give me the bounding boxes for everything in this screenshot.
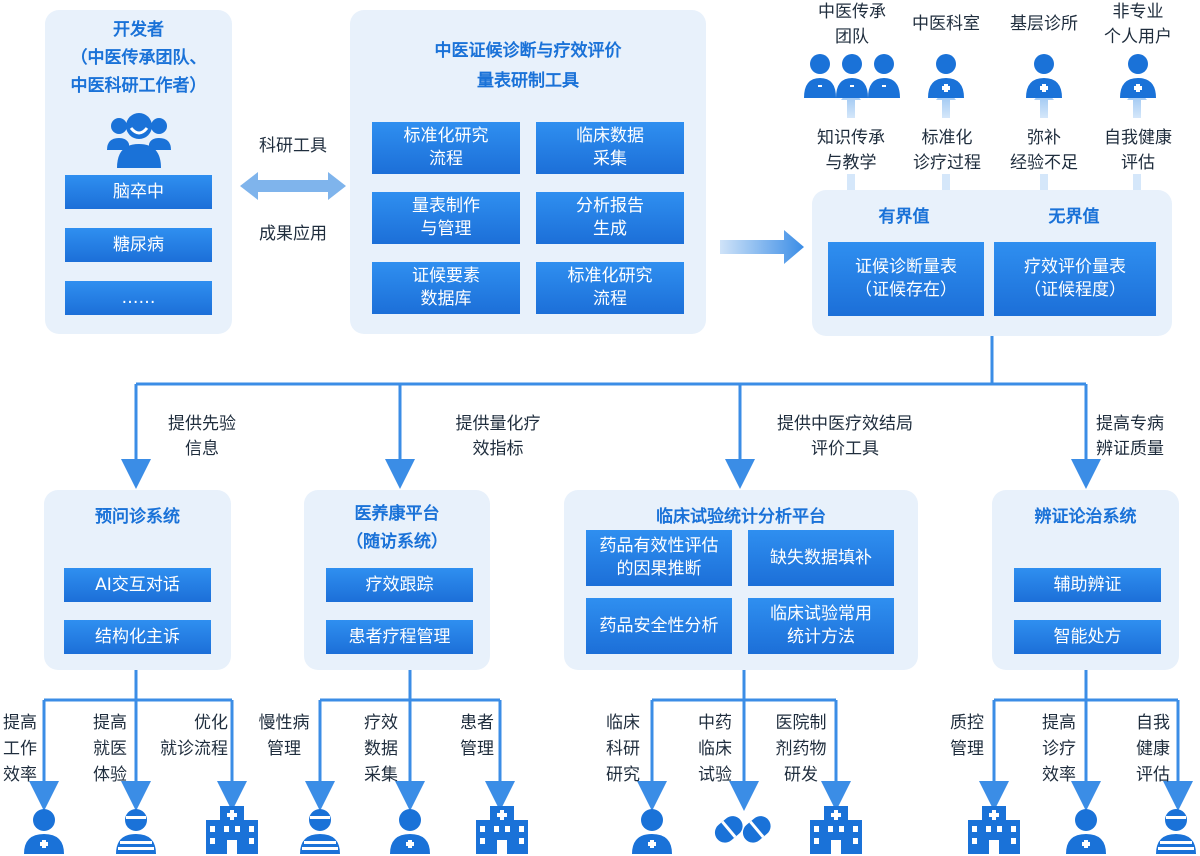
- patient-icon: [1156, 809, 1196, 854]
- doctor-icon: [390, 809, 430, 854]
- system-item[interactable]: 缺失数据填补: [748, 530, 894, 586]
- outcome-label: 疗效 数据 采集: [364, 713, 398, 785]
- tool-panel: 中医证候诊断与疗效评价 量表研制工具 标准化研究 流程 临床数据 采集 量表制作…: [350, 10, 706, 334]
- arrow-label-result-application: 成果应用: [259, 224, 327, 244]
- outcome-label: 提高 诊疗 效率: [1042, 713, 1076, 785]
- outcome-label: 中药 临床 试验: [698, 713, 732, 785]
- user-name: 非专业 个人用户: [1104, 2, 1172, 47]
- developer-panel: 开发者 （中医传承团队、 中医科研工作者） 脑卒中 糖尿病 ……: [45, 10, 232, 334]
- outcome-label: 提高 就医 体验: [93, 713, 127, 785]
- doctor-icon: [632, 809, 672, 854]
- hospital-icon: [206, 806, 258, 854]
- user-name: 基层诊所: [1010, 14, 1078, 34]
- tool-to-scales-arrow: [720, 230, 804, 264]
- outcome-label: 临床 科研 研究: [606, 713, 640, 785]
- diagnosis-scale-button[interactable]: 证候诊断量表 （证候存在）: [828, 242, 984, 316]
- system-item[interactable]: 结构化主诉: [64, 620, 211, 654]
- developer-item[interactable]: ……: [65, 281, 212, 315]
- scales-panel: 有界值 无界值 证候诊断量表 （证候存在） 疗效评价量表 （证候程度）: [812, 190, 1172, 336]
- tool-item[interactable]: 量表制作 与管理: [372, 192, 520, 244]
- system-item[interactable]: 临床试验常用 统计方法: [748, 598, 894, 654]
- outcome-label: 质控 管理: [950, 713, 984, 759]
- hospital-icon: [476, 806, 528, 854]
- outcome-label: 提高 工作 效率: [3, 713, 37, 785]
- outcome-label: 慢性病 管理: [258, 713, 310, 759]
- developer-item[interactable]: 脑卒中: [65, 175, 212, 209]
- outcome-label: 医院制 剂药物 研发: [775, 713, 827, 785]
- system-item[interactable]: 药品安全性分析: [586, 598, 732, 654]
- user-name: 中医传承 团队: [818, 2, 886, 47]
- person-icon: [1120, 54, 1156, 98]
- hospital-icon: [968, 806, 1020, 854]
- efficacy-scale-button[interactable]: 疗效评价量表 （证候程度）: [994, 242, 1156, 316]
- system-item[interactable]: 智能处方: [1014, 620, 1161, 654]
- developer-title: 开发者 （中医传承团队、 中医科研工作者）: [70, 20, 207, 96]
- distribution-tree: [29, 336, 1193, 811]
- doctor-icon: [24, 809, 64, 854]
- tool-item[interactable]: 标准化研究 流程: [372, 122, 520, 174]
- syndrome-differentiation-system-panel: 辨证论治系统 辅助辨证 智能处方: [992, 490, 1179, 670]
- tool-title: 中医证候诊断与疗效评价 量表研制工具: [434, 41, 622, 91]
- system-item[interactable]: AI交互对话: [64, 568, 211, 602]
- system-title: 辨证论治系统: [1034, 507, 1137, 527]
- clinical-trial-platform-panel: 临床试验统计分析平台 药品有效性评估 的因果推断 缺失数据填补 药品安全性分析 …: [564, 490, 918, 670]
- patient-icon: [300, 809, 340, 854]
- system-item[interactable]: 疗效跟踪: [326, 568, 473, 602]
- system-title: 预问诊系统: [95, 507, 180, 527]
- hospital-icon: [810, 806, 862, 854]
- scale-header: 有界值: [878, 207, 930, 227]
- developer-item[interactable]: 糖尿病: [65, 228, 212, 262]
- system-item[interactable]: 药品有效性评估 的因果推断: [586, 530, 732, 586]
- doctor-icon: [1026, 54, 1062, 98]
- arrow-label-research-tool: 科研工具: [259, 136, 327, 156]
- follow-up-platform-panel: 医养康平台 （随访系统） 疗效跟踪 患者疗程管理: [304, 490, 490, 670]
- system-item[interactable]: 患者疗程管理: [326, 620, 473, 654]
- tool-item[interactable]: 临床数据 采集: [536, 122, 684, 174]
- outcome-label: 优化 就诊流程: [160, 713, 228, 759]
- system-item[interactable]: 辅助辨证: [1014, 568, 1161, 602]
- tool-item[interactable]: 分析报告 生成: [536, 192, 684, 244]
- outcome-label: 患者 管理: [460, 713, 494, 759]
- double-arrow: [240, 172, 346, 200]
- system-title: 医养康平台 （随访系统）: [346, 504, 448, 552]
- outcome-label: 自我 健康 评估: [1136, 713, 1170, 785]
- branch-label: 提高专病 辨证质量: [1096, 414, 1164, 459]
- branch-label: 提供量化疗 效指标: [455, 414, 541, 459]
- patient-icon: [116, 809, 156, 854]
- system-title: 临床试验统计分析平台: [656, 507, 826, 527]
- doctor-icon: [1066, 809, 1106, 854]
- user-benefit: 标准化 诊疗过程: [913, 128, 981, 173]
- team-icon: [107, 113, 171, 168]
- pre-consultation-system-panel: 预问诊系统 AI交互对话 结构化主诉: [44, 490, 231, 670]
- doctor-icon: [928, 54, 964, 98]
- branch-label: 提供中医疗效结局 评价工具: [777, 414, 913, 459]
- pills-icon: [714, 816, 771, 843]
- scale-header: 无界值: [1048, 207, 1100, 227]
- user-benefit: 自我健康 评估: [1104, 128, 1172, 173]
- branch-label: 提供先验 信息: [168, 414, 236, 459]
- tool-item[interactable]: 证候要素 数据库: [372, 262, 520, 314]
- user-name: 中医科室: [912, 14, 980, 34]
- user-benefit: 弥补 经验不足: [1010, 128, 1078, 173]
- tool-item[interactable]: 标准化研究 流程: [536, 262, 684, 314]
- team-doctors-icon: [804, 54, 900, 98]
- user-benefit: 知识传承 与教学: [817, 128, 885, 173]
